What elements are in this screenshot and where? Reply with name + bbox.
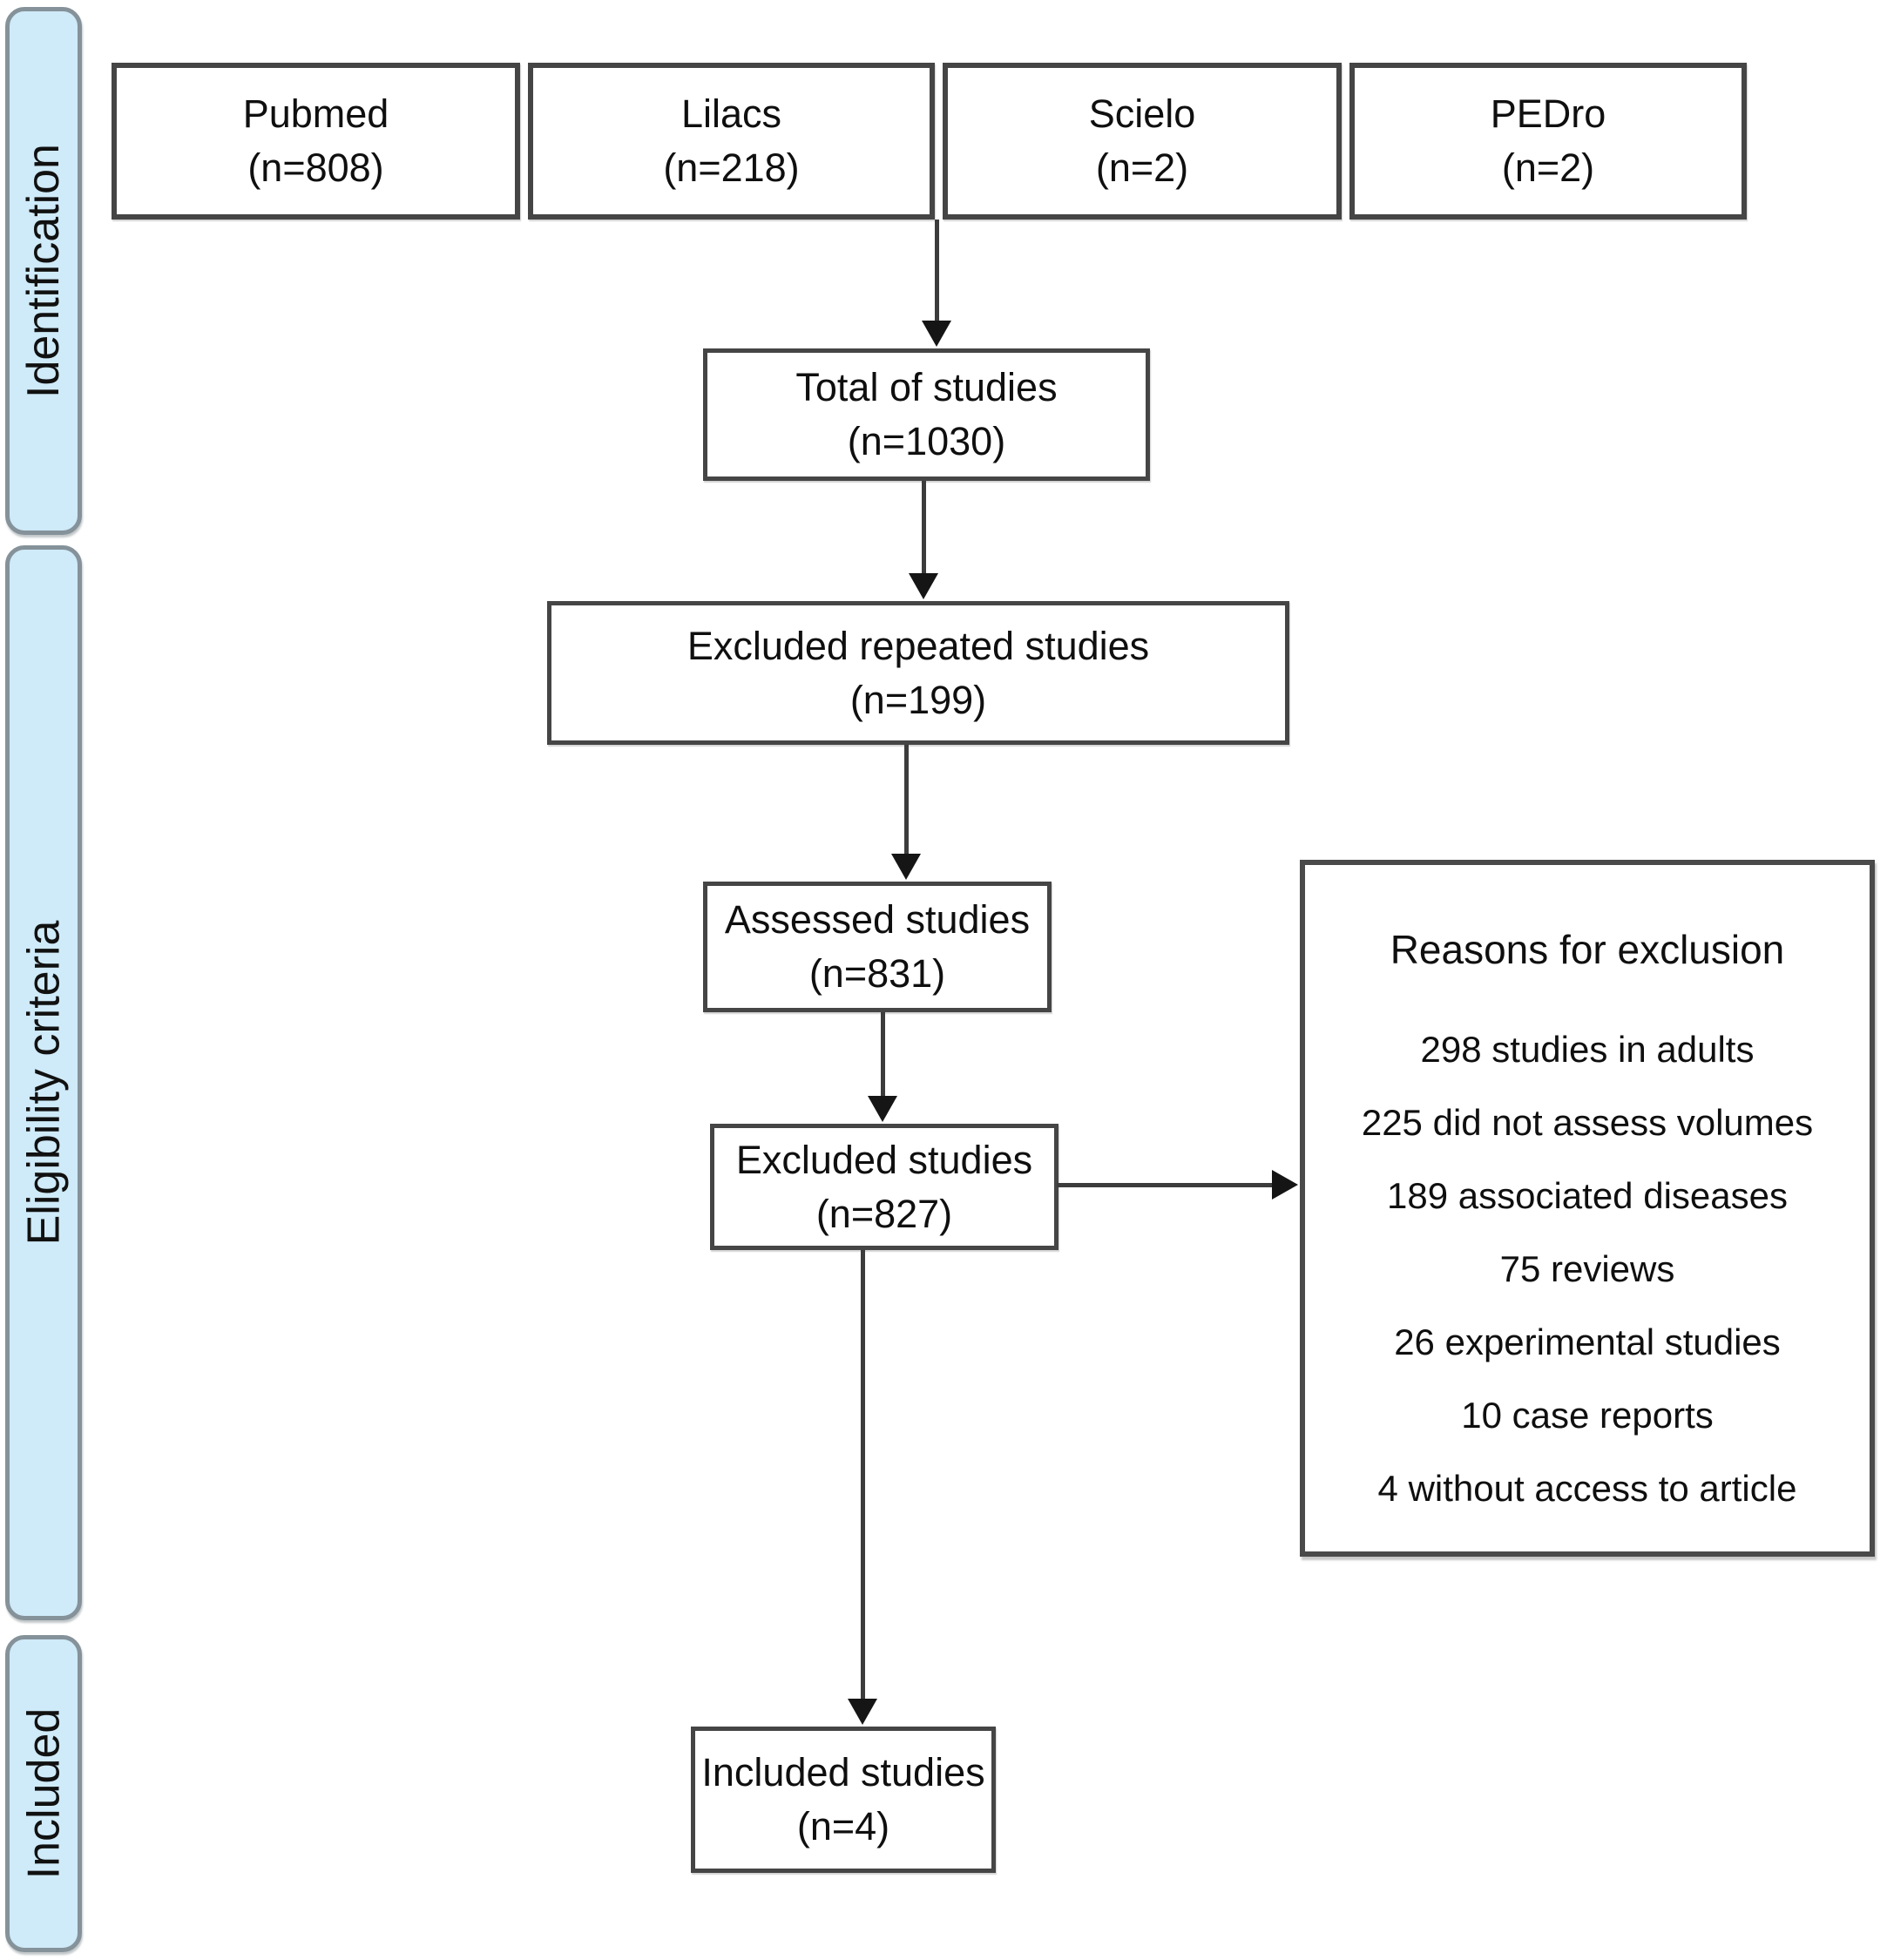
source-name: Pubmed (242, 91, 389, 136)
flow-box-label: Assessed studies (724, 897, 1031, 942)
arrow-sources-to-total-shaft (935, 220, 939, 322)
source-count: (n=808) (247, 145, 384, 190)
source-count: (n=2) (1095, 145, 1189, 190)
arrow-total-to-excluded-repeated-shaft (922, 481, 926, 575)
flow-box-label: Total of studies (795, 365, 1058, 409)
source-name: Scielo (1088, 91, 1196, 136)
flow-box-total-of-studies: Total of studies (n=1030) (703, 348, 1150, 481)
source-name: Lilacs (680, 91, 782, 136)
flow-box-excluded-repeated-studies: Excluded repeated studies (n=199) (547, 601, 1289, 745)
reason-item: 75 reviews (1499, 1248, 1675, 1289)
arrow-excluded-repeated-to-assessed-shaft (904, 745, 909, 855)
flow-box-count: (n=199) (849, 677, 987, 722)
reasons-title: Reasons for exclusion (1390, 927, 1785, 972)
arrow-sources-to-total-head (922, 321, 951, 347)
reason-item: 225 did not assess volumes (1361, 1102, 1814, 1143)
arrow-excluded-to-included-shaft (861, 1250, 865, 1700)
arrow-assessed-to-excluded-shaft (881, 1012, 885, 1098)
flow-box-assessed-studies: Assessed studies (n=831) (703, 882, 1052, 1012)
source-box-scielo: Scielo (n=2) (943, 63, 1342, 220)
reason-item: 189 associated diseases (1387, 1175, 1788, 1216)
arrow-excluded-repeated-to-assessed-head (891, 854, 921, 880)
source-box-pedro: PEDro (n=2) (1349, 63, 1747, 220)
phase-label-eligibility-criteria: Eligibility criteria (18, 920, 70, 1246)
reason-item: 26 experimental studies (1394, 1321, 1781, 1362)
flow-box-label: Included studies (701, 1750, 985, 1794)
source-box-pubmed: Pubmed (n=808) (112, 63, 520, 220)
source-name: PEDro (1490, 91, 1606, 136)
flow-box-count: (n=827) (815, 1191, 953, 1236)
phase-bar-included: Included (5, 1635, 82, 1952)
flow-box-excluded-studies: Excluded studies (n=827) (710, 1124, 1058, 1250)
phase-bar-identification: Identification (5, 7, 82, 535)
reason-item: 10 case reports (1461, 1395, 1714, 1436)
arrow-excluded-to-reasons-shaft (1057, 1183, 1275, 1187)
arrow-assessed-to-excluded-head (868, 1096, 897, 1122)
source-count: (n=2) (1501, 145, 1595, 190)
arrow-excluded-to-included-head (848, 1699, 877, 1725)
arrow-total-to-excluded-repeated-head (909, 573, 938, 599)
arrow-excluded-to-reasons-head (1272, 1170, 1298, 1200)
flow-box-label: Excluded studies (735, 1137, 1033, 1182)
source-count: (n=218) (663, 145, 800, 190)
flow-box-count: (n=1030) (847, 419, 1006, 463)
phase-label-included: Included (18, 1707, 70, 1880)
flow-box-label: Excluded repeated studies (686, 623, 1150, 668)
phase-label-identification: Identification (18, 144, 69, 398)
flow-box-count: (n=831) (808, 951, 946, 996)
source-box-lilacs: Lilacs (n=218) (528, 63, 935, 220)
flow-box-included-studies: Included studies (n=4) (691, 1727, 996, 1873)
reason-item: 298 studies in adults (1420, 1029, 1755, 1070)
reasons-panel: Reasons for exclusion 298 studies in adu… (1300, 860, 1875, 1557)
reason-item: 4 without access to article (1377, 1468, 1797, 1509)
reasons-list: 298 studies in adults 225 did not assess… (1305, 1013, 1870, 1525)
flow-box-count: (n=4) (796, 1804, 890, 1848)
phase-bar-eligibility-criteria: Eligibility criteria (5, 545, 82, 1620)
